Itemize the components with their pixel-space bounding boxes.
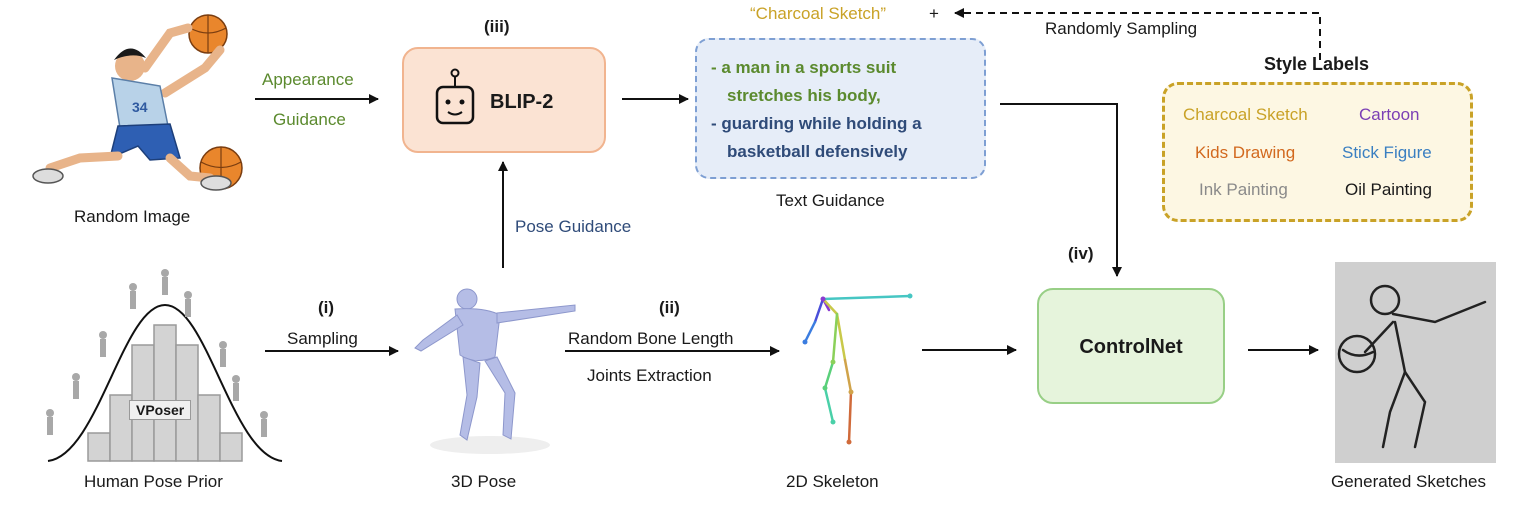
- style-label-oil: Oil Painting: [1345, 180, 1432, 199]
- step-iv-label: (iv): [1068, 244, 1094, 263]
- text-line-2: stretches his body,: [727, 86, 881, 105]
- text-line-4: basketball defensively: [727, 142, 908, 161]
- 3d-pose-figure: [414, 288, 576, 454]
- text-line-3: - guarding while holding a: [711, 114, 922, 133]
- guidance-label: Guidance: [273, 110, 346, 129]
- blip2-label: BLIP-2: [490, 91, 554, 113]
- vposer-label: VPoser: [129, 400, 192, 420]
- step-iii-label: (iii): [484, 17, 510, 36]
- style-label-ink: Ink Painting: [1199, 180, 1288, 199]
- random-sampling-arrow: [954, 8, 1321, 60]
- blip2-box: BLIP-2: [402, 47, 606, 153]
- appearance-label: Appearance: [262, 70, 354, 89]
- controlnet-box: ControlNet: [1037, 288, 1225, 404]
- text-to-controlnet-arrow: [1000, 103, 1122, 277]
- text-line-1: - a man in a sports suit: [711, 58, 897, 77]
- plus-label: +: [929, 4, 939, 23]
- randomly-sampling-label: Randomly Sampling: [1045, 19, 1198, 38]
- style-label-kids: Kids Drawing: [1195, 143, 1296, 162]
- sampling-label: Sampling: [287, 329, 358, 348]
- 2d-skeleton-caption: 2D Skeleton: [786, 472, 879, 491]
- generated-sketch-image: [1335, 262, 1496, 463]
- 3d-pose-caption: 3D Pose: [451, 472, 517, 491]
- style-labels-box: Charcoal Sketch Cartoon Kids Drawing Sti…: [1162, 82, 1473, 222]
- random-image-caption: Random Image: [74, 207, 191, 226]
- joints-extraction-label: Joints Extraction: [587, 366, 712, 385]
- 2d-skeleton-figure: [802, 293, 913, 445]
- sketch-drawing: [1335, 262, 1496, 463]
- controlnet-label: ControlNet: [1079, 336, 1183, 358]
- step-ii-label: (ii): [659, 298, 680, 317]
- style-label-charcoal: Charcoal Sketch: [1183, 105, 1308, 124]
- pose-guidance-label: Pose Guidance: [515, 217, 632, 236]
- pose-prior-chart: [46, 269, 283, 462]
- random-bone-label: Random Bone Length: [568, 329, 734, 348]
- text-guidance-box: - a man in a sports suit stretches his b…: [695, 38, 986, 179]
- style-label-cartoon: Cartoon: [1359, 105, 1420, 124]
- step-i-label: (i): [318, 298, 335, 317]
- style-prefix-label: “Charcoal Sketch”: [750, 4, 887, 23]
- style-label-stick: Stick Figure: [1342, 143, 1432, 162]
- style-labels-title: Style Labels: [1264, 54, 1370, 74]
- basketball-player-image: 34: [32, 14, 243, 191]
- text-guidance-caption: Text Guidance: [776, 191, 885, 210]
- robot-icon: [435, 68, 475, 125]
- human-pose-prior-caption: Human Pose Prior: [84, 472, 223, 491]
- generated-sketches-caption: Generated Sketches: [1331, 472, 1486, 491]
- svg-text:34: 34: [132, 99, 148, 115]
